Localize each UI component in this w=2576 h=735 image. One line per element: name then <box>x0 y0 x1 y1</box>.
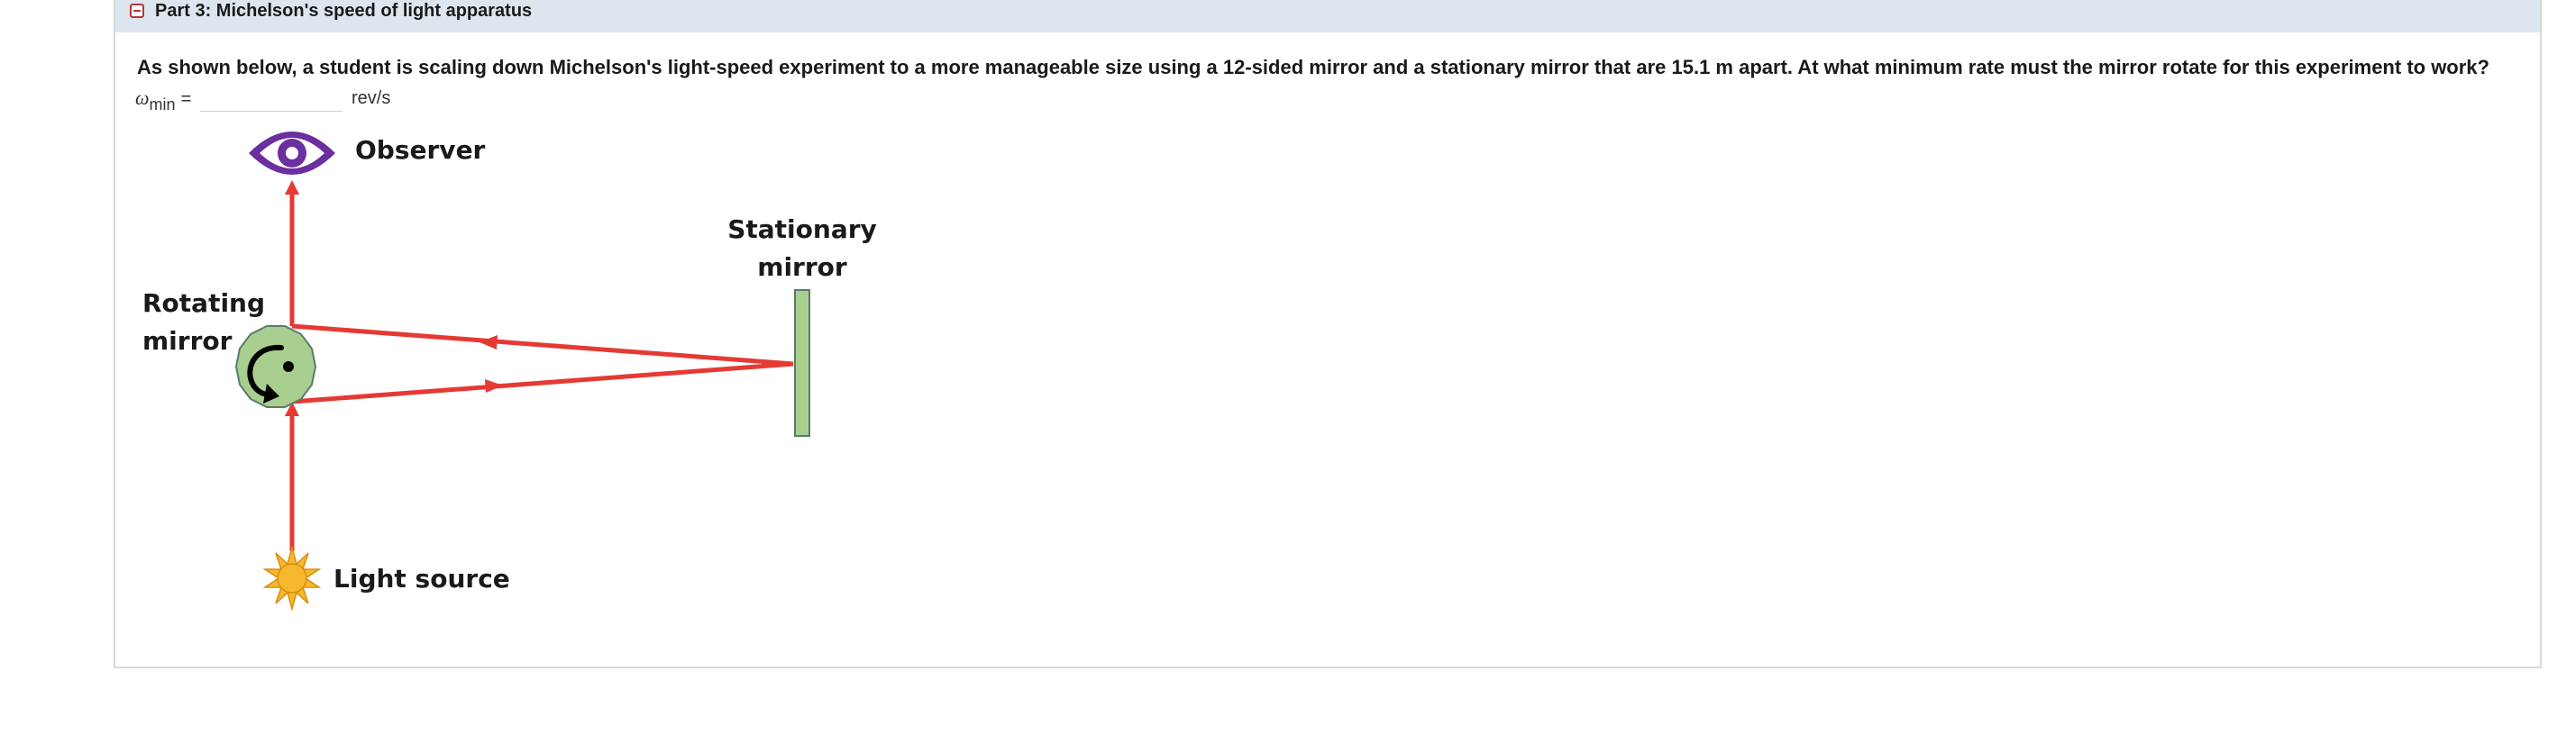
stationary-mirror <box>794 289 810 437</box>
omega-min-input[interactable] <box>200 86 343 112</box>
outgoing-beam-arrow <box>485 379 503 393</box>
question-text: As shown below, a student is scaling dow… <box>137 56 2489 78</box>
stationary-label-line1: Stationary <box>727 214 877 244</box>
omega-subscript: min <box>149 95 176 113</box>
return-beam-arrow <box>480 335 498 349</box>
rotating-label-line2: mirror <box>142 326 233 356</box>
observer-label: Observer <box>355 135 486 165</box>
source-beam-arrow <box>285 402 299 416</box>
return-beam <box>291 323 794 367</box>
omega-min-label: ωmin= <box>135 86 192 113</box>
eye-icon <box>249 132 335 175</box>
outgoing-beam <box>291 361 794 404</box>
part-panel: Part 3: Michelson's speed of light appar… <box>114 0 2542 668</box>
panel-title: Part 3: Michelson's speed of light appar… <box>155 1 533 21</box>
observer-beam-arrow <box>285 180 299 195</box>
collapse-icon[interactable] <box>130 4 144 18</box>
rotation-arrow-icon <box>247 344 294 404</box>
unit-label: rev/s <box>352 88 391 108</box>
stationary-label-line2: mirror <box>757 252 847 282</box>
michelson-diagram: Observer Stationary mirror Rotating mirr… <box>142 132 877 612</box>
omega-symbol: ω <box>135 86 150 109</box>
rotating-label-line1: Rotating <box>142 288 265 318</box>
sun-icon <box>262 545 322 612</box>
equals-sign: = <box>180 89 192 109</box>
panel-header: Part 3: Michelson's speed of light appar… <box>115 0 2540 32</box>
light-source-label: Light source <box>333 564 510 594</box>
